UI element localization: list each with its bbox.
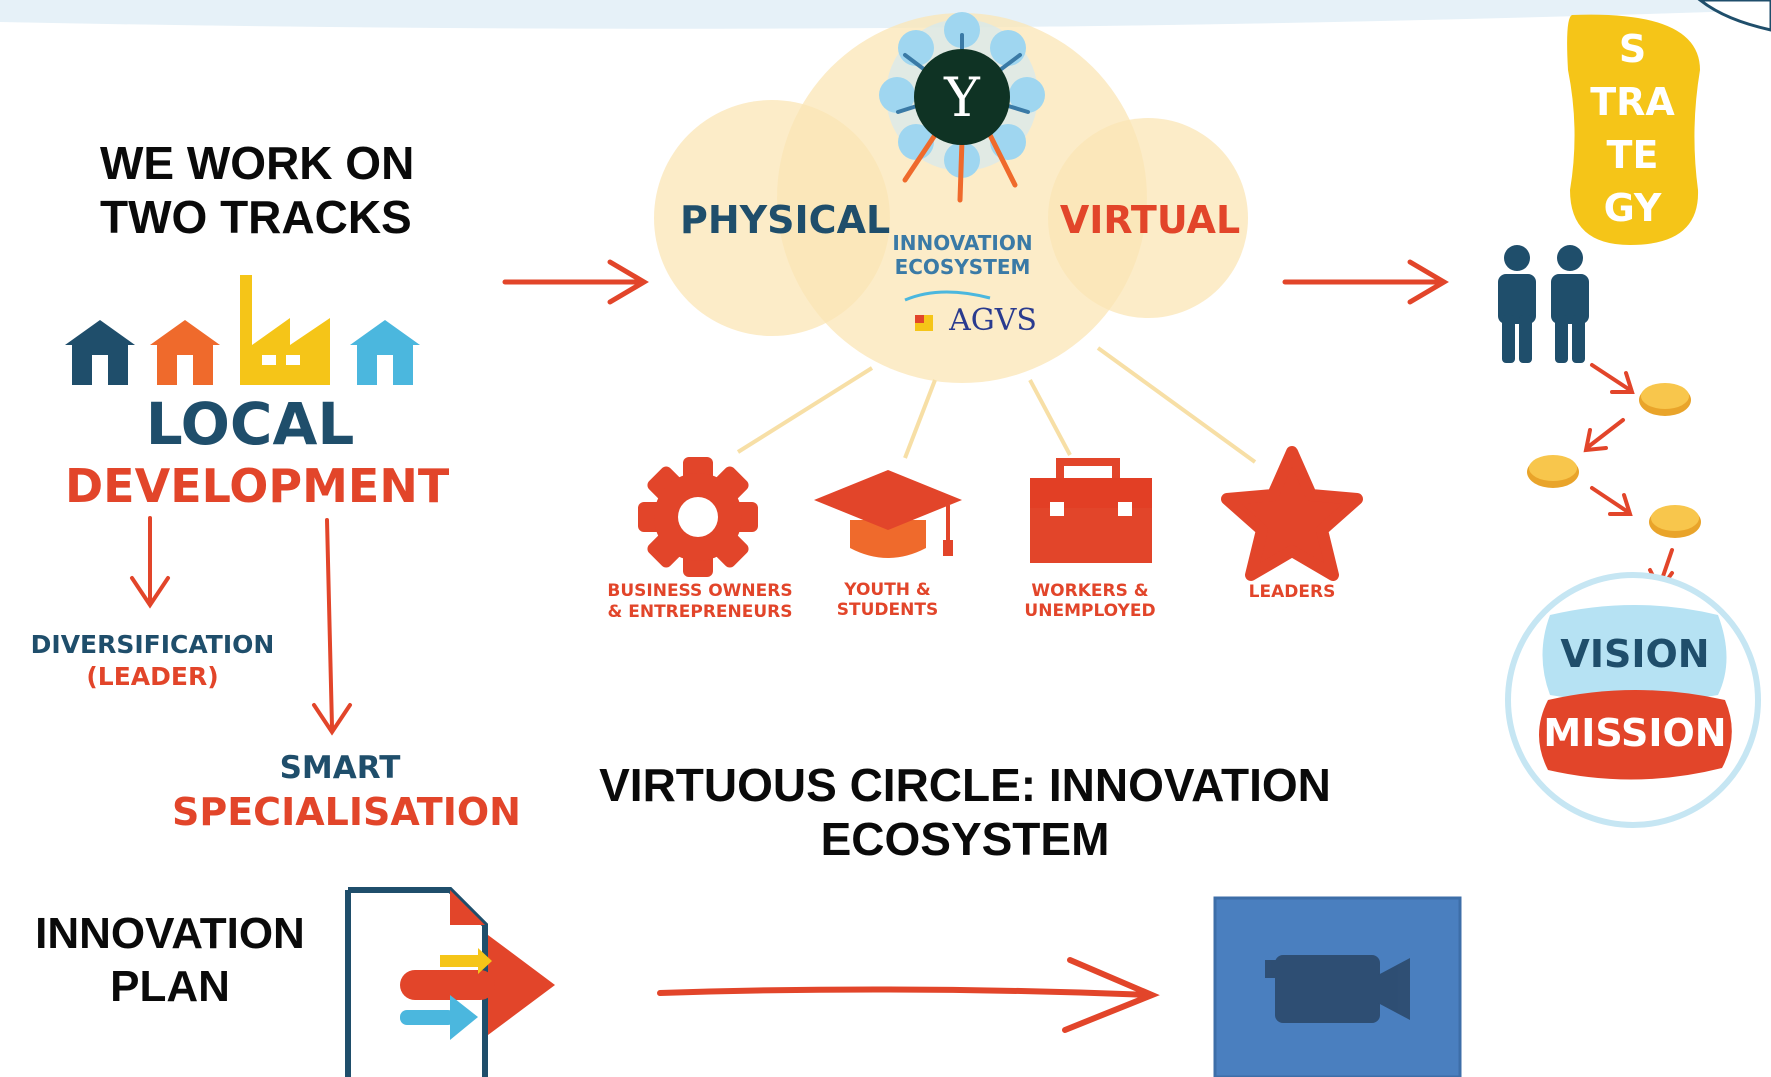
heading-line1: WE WORK ON bbox=[100, 137, 415, 189]
leader-paren-label: (LEADER) bbox=[86, 662, 219, 691]
house-orange-icon bbox=[150, 320, 220, 385]
agvs-logo-text: AGVS bbox=[949, 303, 1037, 338]
group-label-line1: YOUTH & bbox=[844, 580, 931, 600]
mission-blob bbox=[1539, 690, 1732, 780]
arrow-to-smart-specialisation bbox=[312, 518, 352, 736]
innovation-plan-line1: INNOVATION bbox=[35, 909, 305, 958]
innovation-plan-line2: PLAN bbox=[110, 962, 230, 1011]
coin-icon bbox=[1649, 505, 1701, 538]
innovation-label: INNOVATION bbox=[892, 231, 1033, 255]
video-placeholder[interactable] bbox=[1213, 896, 1462, 1077]
video-camera-icon bbox=[1265, 955, 1410, 1023]
virtuous-circle-title-line1: VIRTUOUS CIRCLE: INNOVATION bbox=[599, 759, 1331, 811]
people-icon bbox=[1498, 245, 1589, 363]
house-blue-icon bbox=[350, 320, 420, 385]
gear-icon bbox=[638, 457, 758, 577]
house-navy-icon bbox=[65, 320, 135, 385]
heading-line2: TWO TRACKS bbox=[100, 191, 412, 243]
development-label: DEVELOPMENT bbox=[65, 459, 450, 513]
arrow-to-diversification bbox=[130, 516, 170, 609]
specialisation-label: SPECIALISATION bbox=[172, 790, 521, 834]
arrow-to-strategy bbox=[1282, 259, 1449, 305]
strategy-line: GY bbox=[1603, 186, 1662, 230]
factory-icon bbox=[240, 275, 330, 385]
arrow-to-video bbox=[657, 957, 1160, 1033]
strategy-line: TRA bbox=[1590, 80, 1675, 124]
vision-label: VISION bbox=[1560, 632, 1710, 676]
strategy-line: TE bbox=[1606, 133, 1659, 177]
group-label-line2: STUDENTS bbox=[836, 600, 939, 620]
agvs-logo-icon bbox=[904, 290, 991, 331]
coin-icon bbox=[1639, 383, 1691, 416]
vision-blob bbox=[1542, 605, 1727, 703]
strategy-line: S bbox=[1618, 27, 1647, 71]
arrow-to-ecosystem bbox=[502, 259, 649, 305]
virtuous-circle-title-line2: ECOSYSTEM bbox=[820, 813, 1110, 865]
graduation-cap-icon bbox=[814, 470, 962, 558]
coin-icon bbox=[1527, 455, 1579, 488]
local-label: LOCAL bbox=[145, 390, 355, 458]
virtual-label: VIRTUAL bbox=[1059, 198, 1241, 242]
star-icon bbox=[1221, 446, 1363, 581]
physical-label: PHYSICAL bbox=[680, 198, 891, 242]
innovation-plan-document-icon bbox=[345, 887, 555, 1077]
group-label-line2: & ENTREPRENEURS bbox=[607, 602, 793, 622]
smart-label: SMART bbox=[279, 750, 401, 786]
briefcase-icon bbox=[1030, 458, 1152, 563]
virtual-circle bbox=[1048, 118, 1248, 318]
strategy-blob bbox=[1567, 14, 1700, 245]
mission-label: MISSION bbox=[1543, 711, 1727, 755]
svg-text:Y: Y bbox=[943, 66, 981, 129]
group-label-line1: WORKERS & bbox=[1031, 581, 1149, 601]
top-wave-decoration bbox=[0, 0, 1771, 29]
top-right-corner-decoration bbox=[1697, 0, 1771, 32]
group-label-line1: LEADERS bbox=[1248, 582, 1336, 602]
connector-lines bbox=[736, 346, 1257, 464]
innovation-flower-icon: Y bbox=[879, 12, 1045, 203]
ecosystem-label: ECOSYSTEM bbox=[894, 255, 1031, 279]
diversification-label: DIVERSIFICATION bbox=[30, 630, 275, 659]
group-label-line2: UNEMPLOYED bbox=[1024, 601, 1156, 621]
group-label-line1: BUSINESS OWNERS bbox=[607, 581, 793, 601]
